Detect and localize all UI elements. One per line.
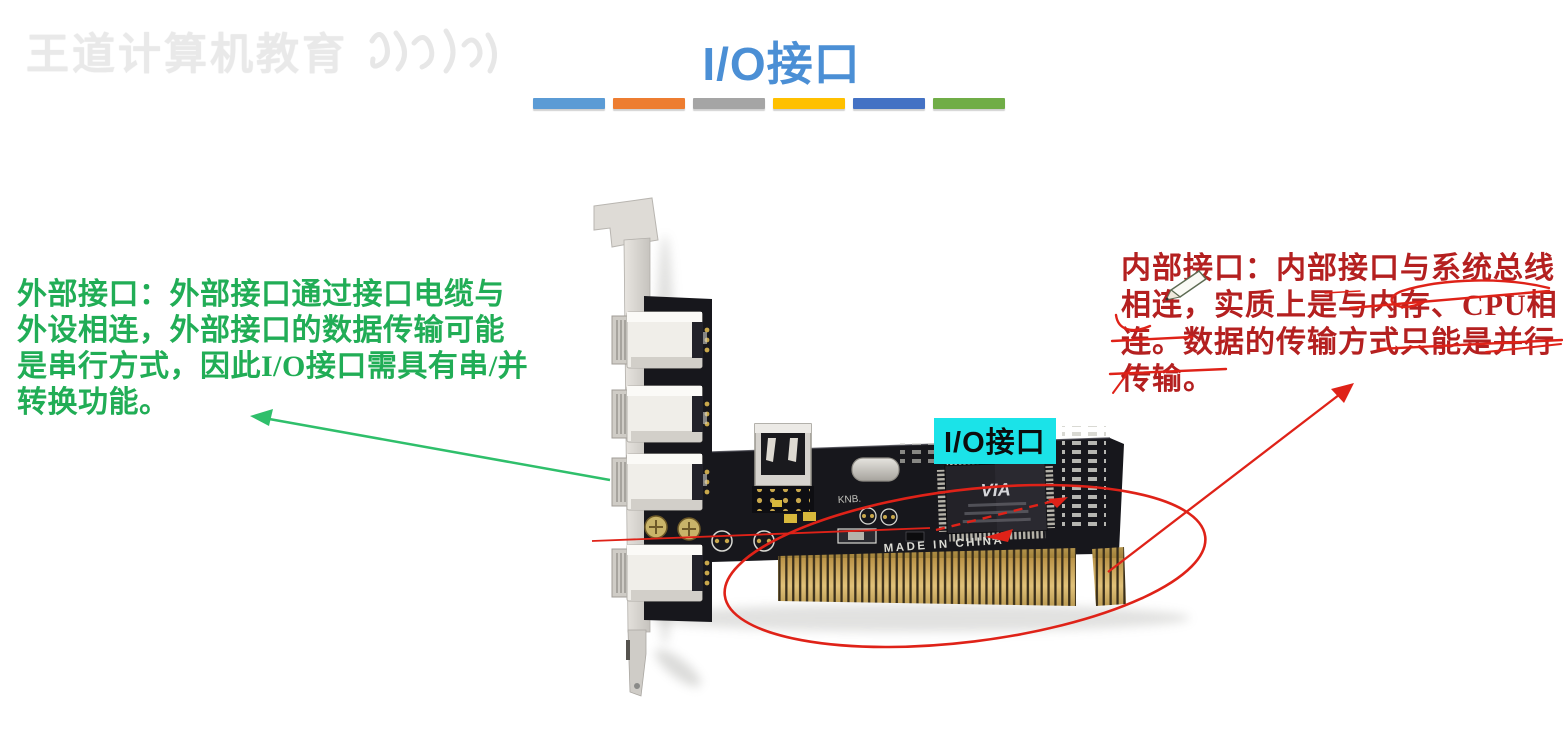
title-row: I/O接口 — [0, 28, 1563, 94]
note-line: 传输。 — [1121, 363, 1214, 396]
note-line: 是串行方式，因此I/O接口需具有串/并 — [17, 350, 529, 383]
note-line: 内部接口：内部接口与系统总线 — [1121, 252, 1555, 285]
note-line: 连。数据的传输方式只能是并行 — [1121, 326, 1555, 359]
divider-bar-indigo — [853, 98, 925, 109]
chip-brand-text: VIA — [980, 479, 1011, 500]
divider-bar-gray — [693, 98, 765, 109]
gold-fingers — [778, 547, 1126, 606]
upright-usb-port — [752, 423, 814, 513]
watermark-signature-mark — [369, 28, 497, 74]
page-title: I/O接口 — [702, 38, 861, 90]
external-interface-note: 外部接口：外部接口通过接口电缆与 外设相连，外部接口的数据传输可能 是串行方式，… — [17, 277, 542, 421]
divider-bar-green — [933, 98, 1005, 109]
pcb-marking-text: KNB. — [838, 494, 862, 506]
crystal-oscillator — [851, 457, 900, 482]
watermark: 王道计算机教育 — [26, 20, 512, 82]
note-line: 外部接口：外部接口通过接口电缆与 — [17, 278, 505, 311]
io-port-label: I/O接口 — [934, 418, 1056, 464]
internal-interface-note: 内部接口：内部接口与系统总线 相连，实质上是与内存、CPU相 连。数据的传输方式… — [1121, 250, 1563, 398]
divider-bars — [533, 98, 1005, 109]
divider-bar-yellow — [773, 98, 845, 109]
watermark-text: 王道计算机教育 — [26, 31, 348, 79]
divider-bar-blue — [533, 98, 605, 109]
via-chip: VIA — [936, 454, 1056, 542]
note-line: 外设相连，外部接口的数据传输可能 — [17, 314, 505, 347]
divider-bar-orange — [613, 98, 685, 109]
note-line: 相连，实质上是与内存、CPU相 — [1121, 289, 1558, 322]
note-line: 转换功能。 — [17, 386, 170, 419]
